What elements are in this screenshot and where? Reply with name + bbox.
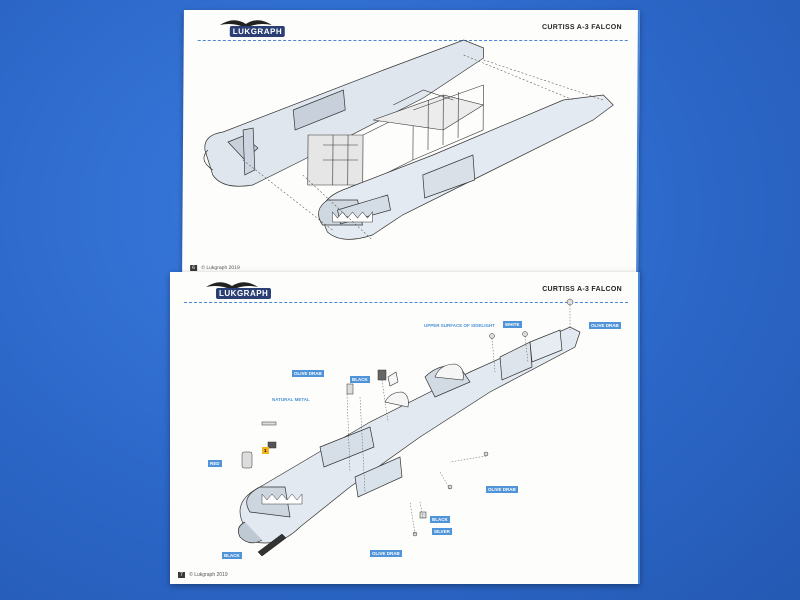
callout-white: WHITE bbox=[503, 321, 522, 328]
callout-black-bottom: BLACK bbox=[430, 516, 450, 523]
page-edge-strip bbox=[638, 272, 640, 584]
callout-olive-drab-left: OLIVE DRAB bbox=[292, 370, 324, 377]
page-number: 7 bbox=[178, 572, 185, 578]
instruction-page-top: LUKGRAPH CURTISS A-3 FALCON bbox=[182, 10, 640, 278]
copyright-text: © Lukgraph 2019 bbox=[201, 265, 240, 271]
assembly-leader-lines bbox=[346, 305, 571, 535]
page-footer: 6 © Lukgraph 2019 bbox=[190, 265, 240, 271]
eagle-wings-icon bbox=[206, 282, 258, 290]
logo-text: LUKGRAPH bbox=[216, 288, 272, 299]
eagle-wings-icon bbox=[219, 20, 272, 28]
fuselage-assembly-drawing bbox=[238, 298, 581, 557]
header-rule bbox=[184, 302, 628, 303]
shark-mouth bbox=[332, 211, 373, 223]
fuselage-exploded-drawing bbox=[203, 39, 614, 241]
page-footer: 7 © Lukgraph 2019 bbox=[178, 572, 228, 578]
instruction-page-bottom: LUKGRAPH CURTISS A-3 FALCON bbox=[170, 272, 640, 584]
callout-black-top: BLACK bbox=[350, 376, 370, 383]
callout-olive-drab-bottom: OLIVE DRAB bbox=[370, 550, 402, 557]
callout-silver: SILVER bbox=[432, 528, 452, 535]
callout-upper-surface: UPPER SURFACE OF SIDELIGHT bbox=[424, 323, 496, 328]
page-header: LUKGRAPH CURTISS A-3 FALCON bbox=[184, 278, 628, 304]
small-parts bbox=[241, 298, 574, 537]
page-title: CURTISS A-3 FALCON bbox=[542, 286, 622, 293]
callout-yellow-tag: 1 bbox=[262, 447, 269, 454]
fuselage-assembled bbox=[238, 326, 581, 544]
cockpit-frame bbox=[307, 84, 485, 186]
brand-logo: LUKGRAPH bbox=[212, 16, 286, 42]
brand-logo: LUKGRAPH bbox=[198, 278, 272, 304]
windscreens bbox=[384, 363, 464, 408]
copyright-text: © Lukgraph 2019 bbox=[189, 572, 228, 578]
callout-black-exhaust: BLACK bbox=[222, 552, 242, 559]
alignment-lines bbox=[242, 54, 604, 241]
exhaust-part bbox=[257, 533, 287, 557]
fuselage-left-half bbox=[203, 39, 485, 187]
callout-olive-drab-top-right: OLIVE DRAB bbox=[589, 322, 621, 329]
shark-mouth bbox=[261, 493, 303, 505]
callout-olive-drab-right: OLIVE DRAB bbox=[486, 486, 518, 493]
callout-natural-metal: NATURAL METAL bbox=[272, 397, 310, 402]
page-header: LUKGRAPH CURTISS A-3 FALCON bbox=[197, 16, 628, 42]
page-number: 6 bbox=[190, 265, 197, 271]
callout-red: RED bbox=[208, 460, 222, 467]
